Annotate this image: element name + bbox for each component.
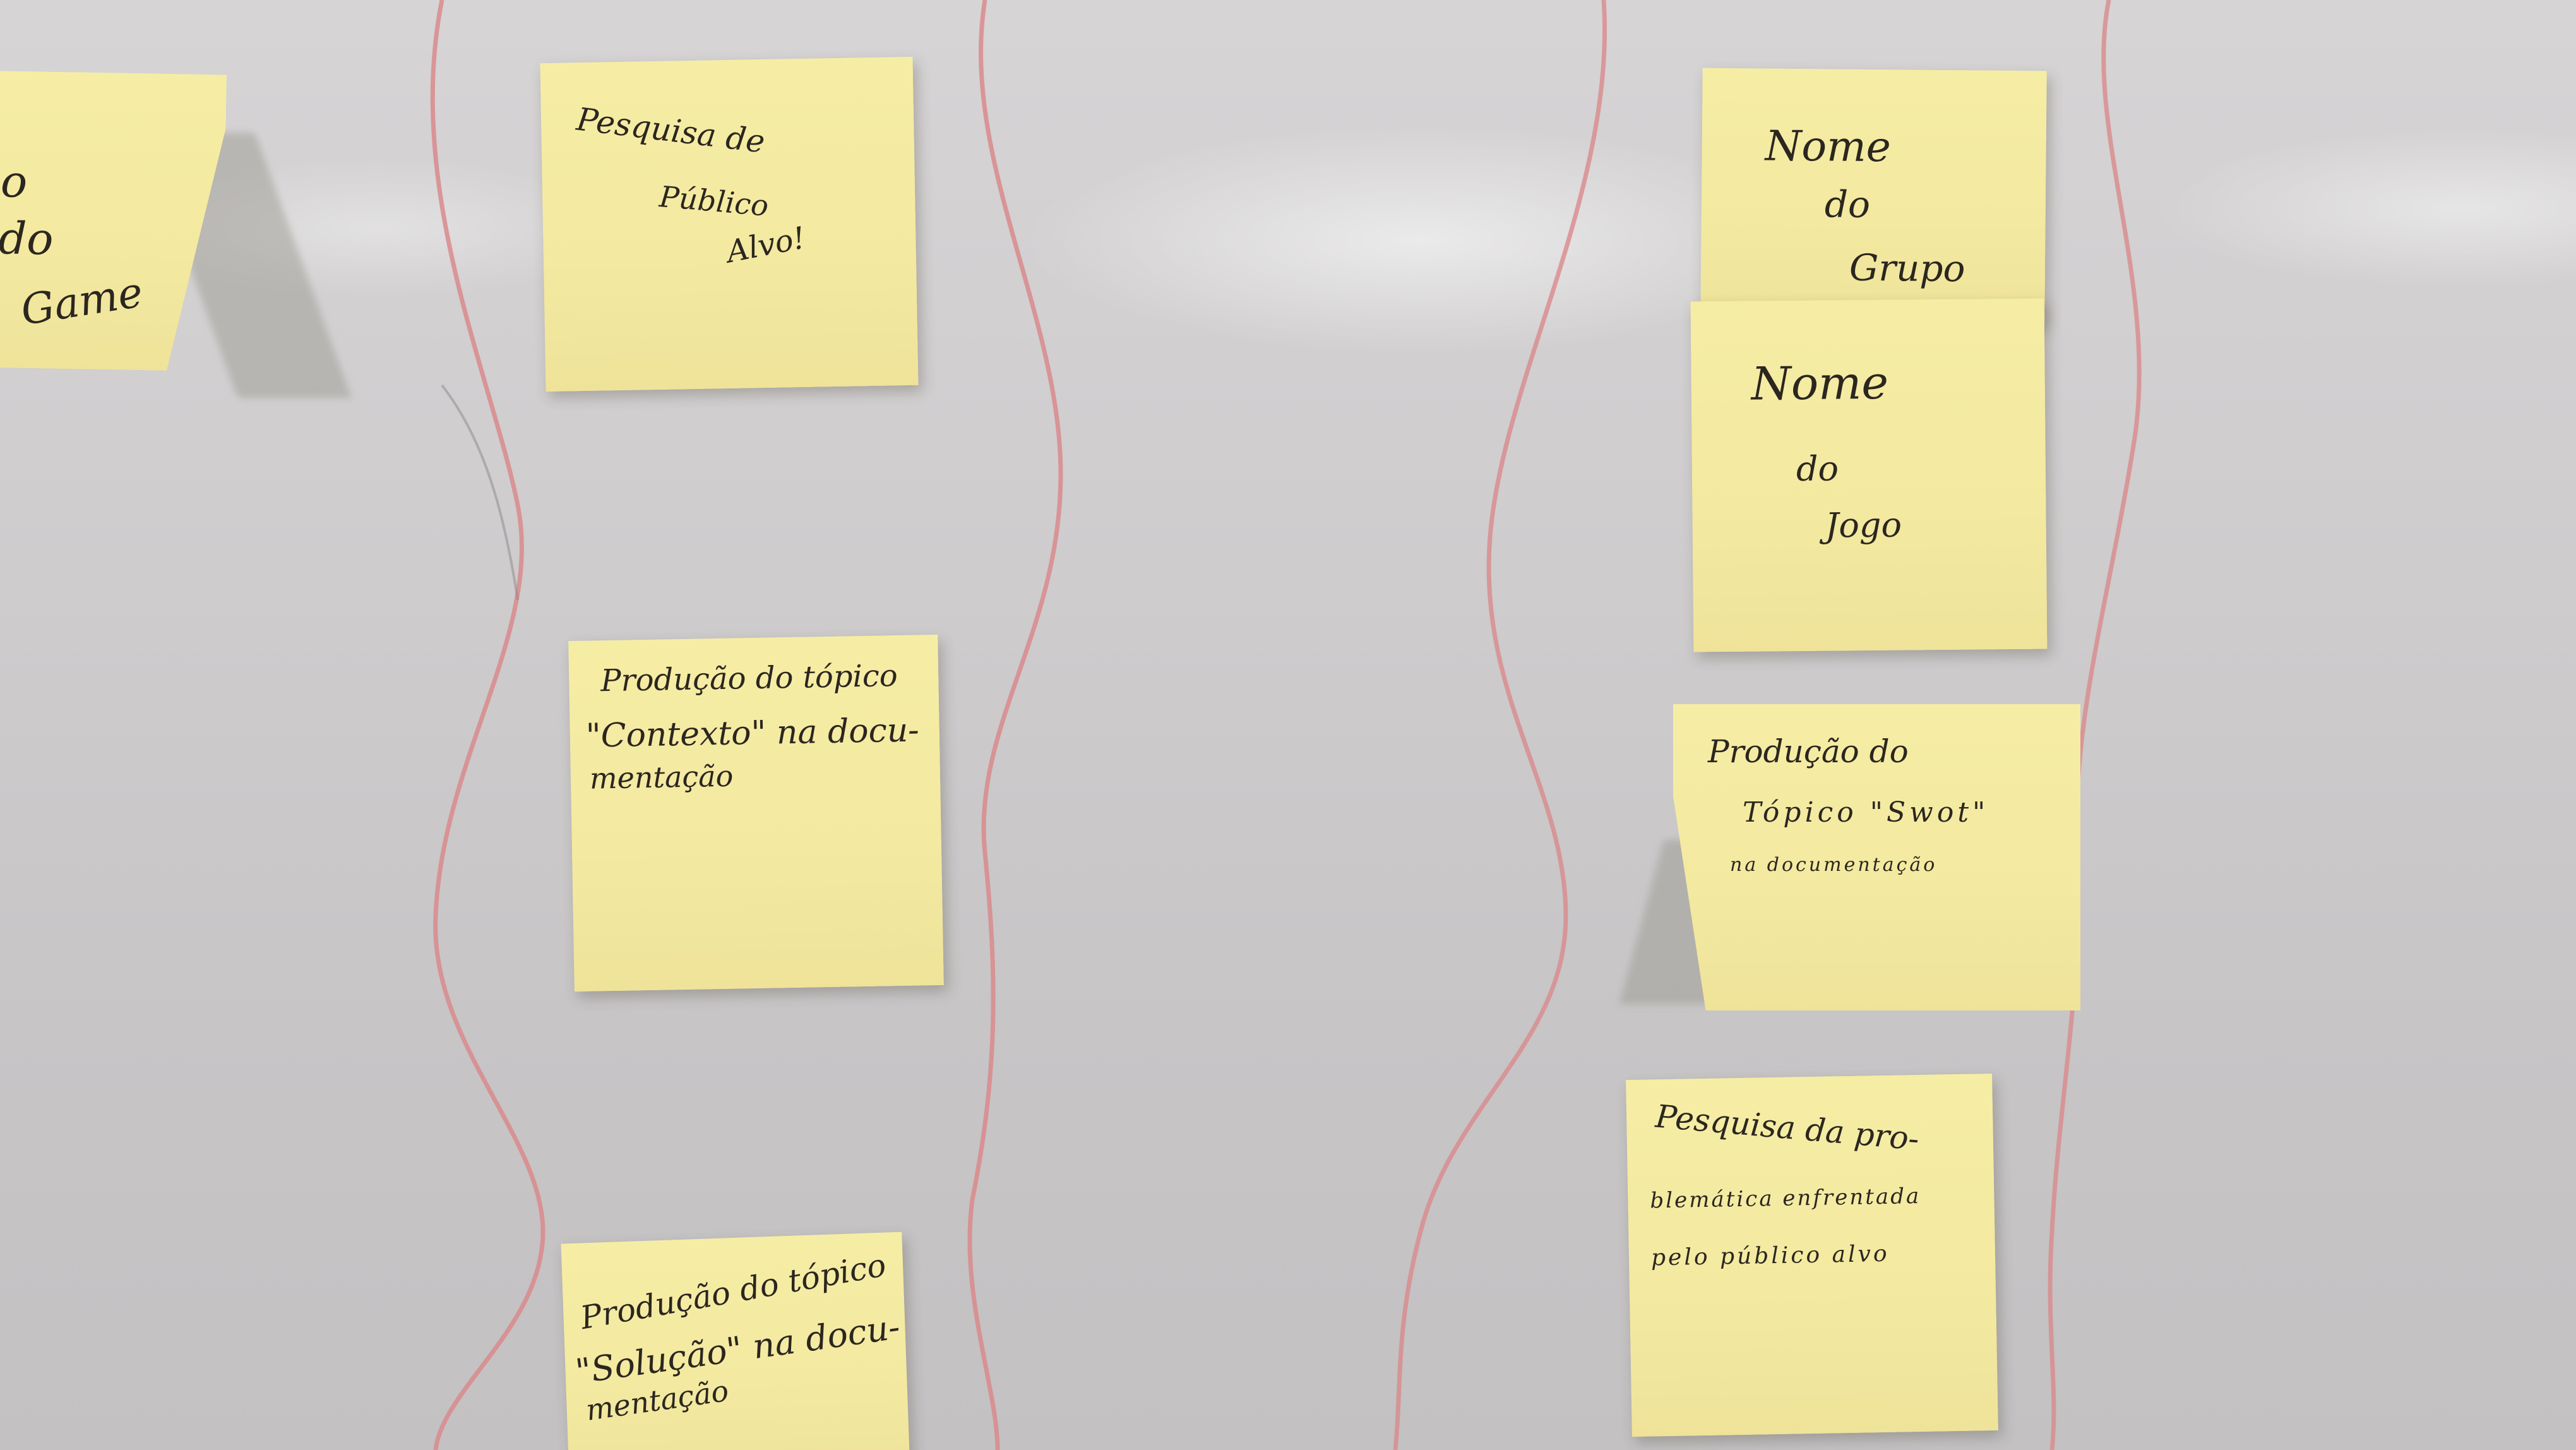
note-line: Nome [1751,356,1889,410]
note-line: blemática enfrentada [1650,1183,1921,1214]
note-line: Game [17,267,146,335]
note-line: o [0,155,28,208]
sticky-note-solution-topic: Produção do tópico "Solução" na docu- me… [561,1231,910,1450]
note-line: Público [658,179,770,223]
sticky-note-context-topic: Produção do tópico "Contexto" na docu- m… [568,634,944,992]
note-line: "Contexto" na docu- [585,711,920,755]
note-line: na documentação [1730,854,1938,876]
note-line: Alvo! [724,220,809,270]
sticky-note-target-audience: Pesquisa de Público Alvo! [540,56,919,392]
note-line: Tópico "Swot" [1743,796,1989,829]
note-line: Nome [1765,121,1892,172]
sticky-note-problem-research: Pesquisa da pro- blemática enfrentada pe… [1626,1073,1998,1437]
note-line: Pesquisa de [574,100,767,160]
note-line: pelo público alvo [1650,1240,1890,1271]
red-wavy-line-2 [967,0,1063,1450]
note-line: do [1824,183,1871,226]
note-line: Produção do [1708,733,1909,770]
sticky-note-group-name: Nome do Grupo [1700,68,2047,324]
gray-faint-line [441,384,519,601]
sticky-note-game-name: Nome do Jogo [1690,298,2048,652]
note-line: mentação [589,758,734,796]
note-line: Grupo [1849,246,1965,291]
note-line: do [1796,448,1839,489]
red-wavy-line-3 [1393,0,1607,1450]
sticky-note-swot-topic: Produção do Tópico "Swot" na documentaçã… [1673,704,2080,1010]
note-line: do [0,212,54,265]
red-wavy-line-1 [430,0,546,1450]
note-line: Jogo [1825,505,1902,546]
note-line: Pesquisa da pro- [1654,1098,1921,1158]
note-line: Produção do tópico [600,658,898,699]
